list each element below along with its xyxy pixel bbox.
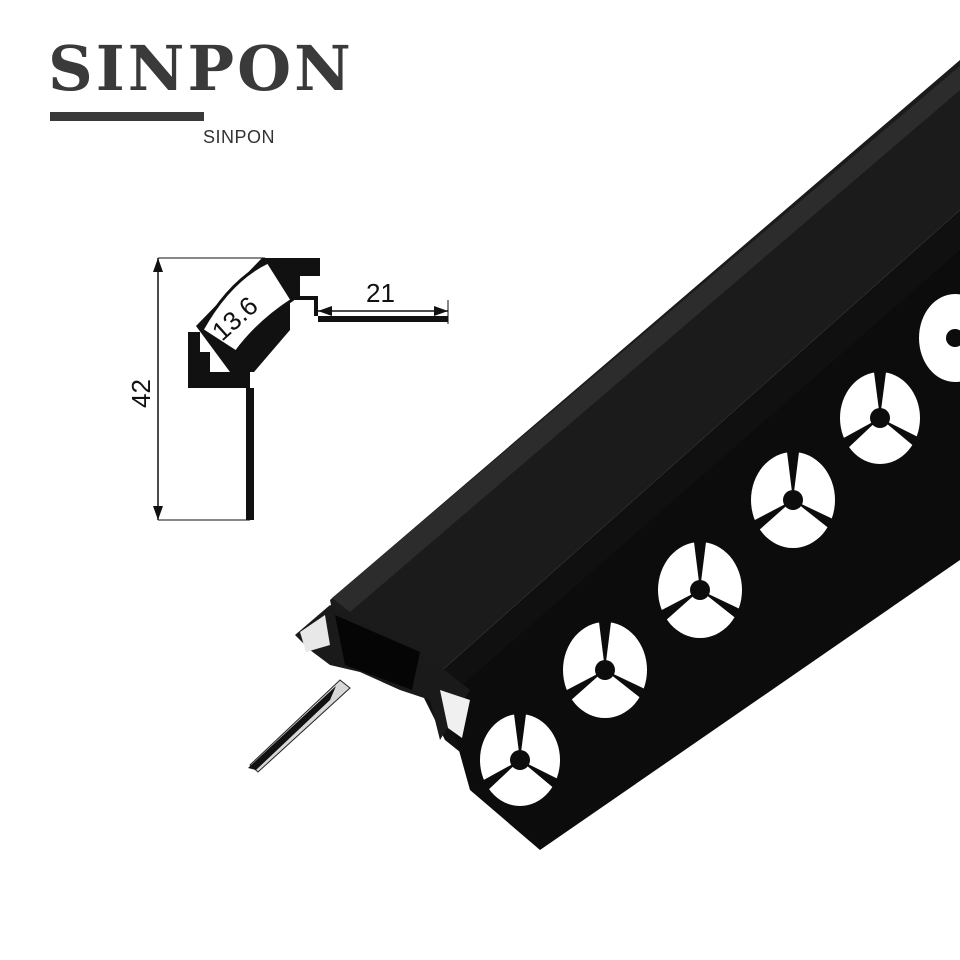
arrow-left-icon (318, 306, 332, 316)
profile-end-face (248, 605, 470, 773)
technical-drawing: 42 21 13.6 (126, 257, 449, 521)
arrow-right-icon (434, 306, 448, 316)
brand-logo: SINPON (48, 32, 354, 105)
dim-height-label: 42 (126, 379, 156, 408)
diffuser-arc (200, 260, 295, 355)
logo-underline (50, 112, 204, 121)
brand-subtitle: SINPON (203, 127, 276, 147)
diffuser-highlight (332, 66, 960, 612)
dim-width-label: 21 (366, 278, 395, 308)
arrow-up-icon (153, 258, 163, 272)
product-render (248, 60, 960, 850)
arrow-down-icon (153, 506, 163, 520)
flange-holes (480, 294, 960, 806)
